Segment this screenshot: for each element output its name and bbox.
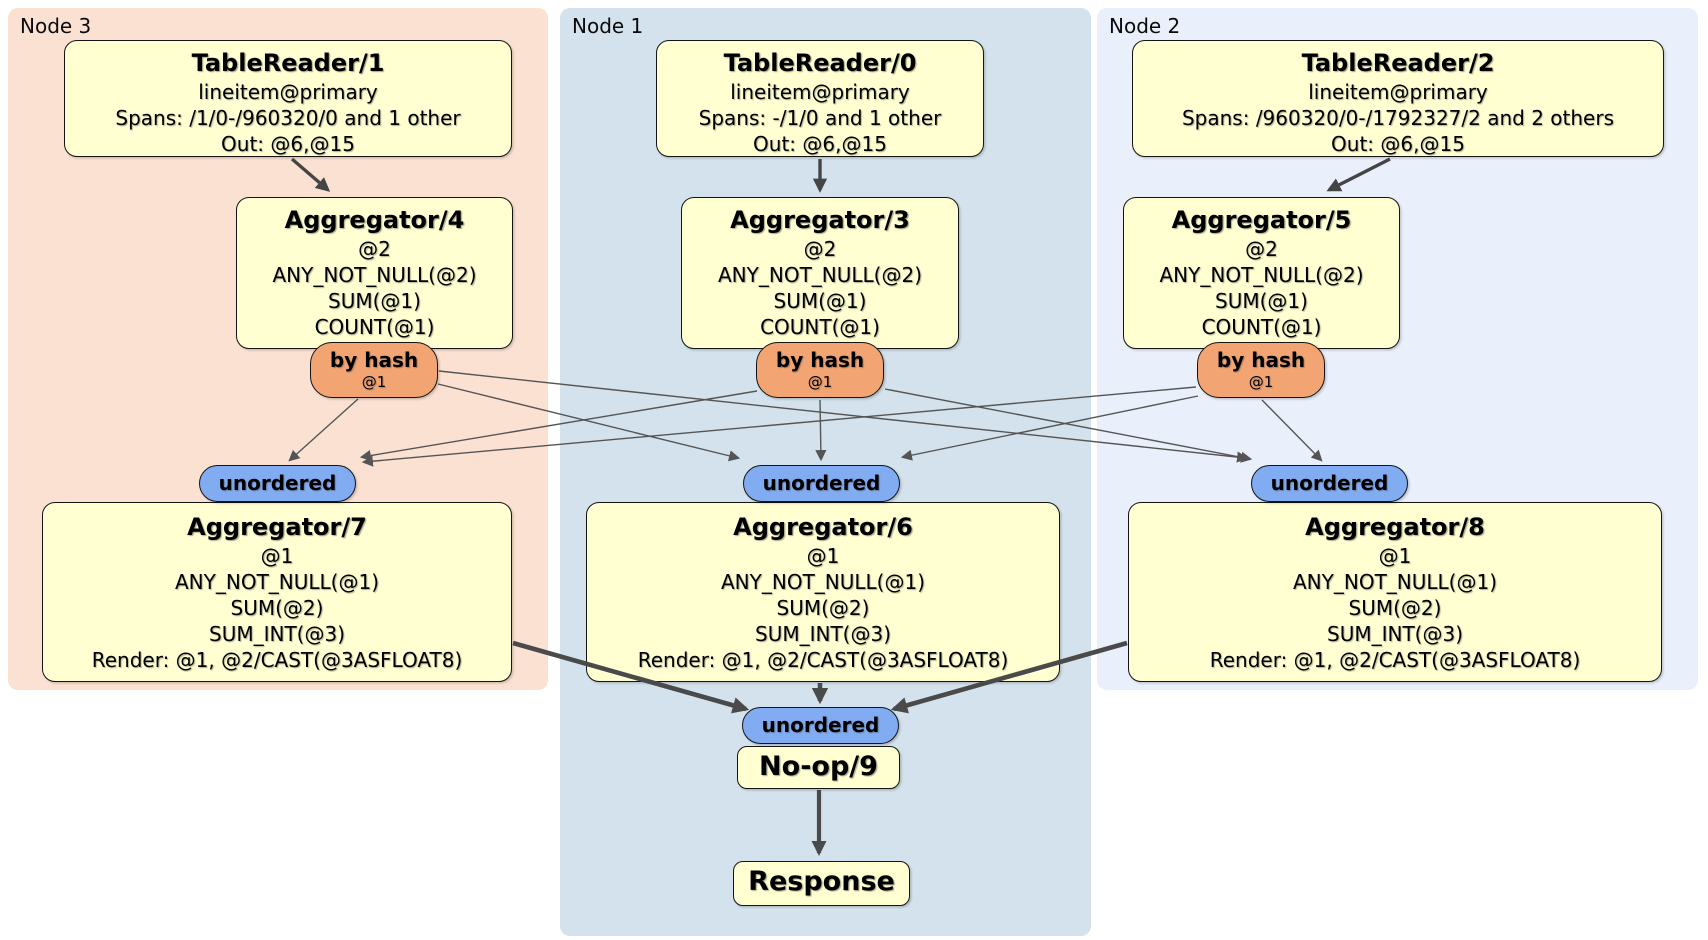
- sync-label: unordered: [761, 713, 880, 737]
- operator-detail-line: SUM(@1): [1215, 289, 1308, 313]
- operator-aggregator-8: Aggregator/8 @1 ANY_NOT_NULL(@1) SUM(@2)…: [1128, 502, 1662, 682]
- operator-response: Response: [733, 861, 910, 906]
- router-by-hash-node1: by hash @1: [756, 342, 884, 398]
- operator-title: Aggregator/8: [1305, 513, 1485, 541]
- operator-out-line: Out: @6,@15: [1331, 132, 1465, 156]
- router-stream: @1: [1248, 373, 1274, 391]
- router-by-hash-node2: by hash @1: [1197, 342, 1325, 398]
- operator-detail-line: @1: [260, 544, 294, 568]
- router-stream: @1: [361, 373, 387, 391]
- operator-detail-line: @1: [1378, 544, 1412, 568]
- operator-detail-line: COUNT(@1): [760, 315, 880, 339]
- operator-aggregator-5: Aggregator/5 @2 ANY_NOT_NULL(@2) SUM(@1)…: [1123, 197, 1400, 349]
- operator-detail-line: @2: [358, 237, 391, 261]
- sync-unordered-node3: unordered: [199, 465, 356, 502]
- operator-spans-line: Spans: /960320/0-/1792327/2 and 2 others: [1181, 106, 1614, 130]
- operator-detail-line: SUM(@2): [776, 596, 870, 620]
- operator-aggregator-3: Aggregator/3 @2 ANY_NOT_NULL(@2) SUM(@1)…: [681, 197, 959, 349]
- operator-title: TableReader/0: [723, 49, 917, 77]
- sync-unordered-node1: unordered: [743, 465, 900, 502]
- operator-detail-line: SUM_INT(@3): [209, 622, 345, 646]
- operator-title: Aggregator/3: [730, 206, 910, 234]
- operator-detail-line: ANY_NOT_NULL(@2): [718, 263, 922, 287]
- sync-unordered-node2: unordered: [1251, 465, 1408, 502]
- operator-title: Aggregator/5: [1171, 206, 1352, 234]
- operator-aggregator-6: Aggregator/6 @1 ANY_NOT_NULL(@1) SUM(@2)…: [586, 502, 1060, 682]
- operator-tablereader-0: TableReader/0 lineitem@primary Spans: -/…: [656, 40, 984, 157]
- operator-detail-line: ANY_NOT_NULL(@1): [1293, 570, 1497, 594]
- operator-detail-line: SUM_INT(@3): [1327, 622, 1463, 646]
- operator-out-line: Out: @6,@15: [753, 132, 887, 156]
- operator-aggregator-4: Aggregator/4 @2 ANY_NOT_NULL(@2) SUM(@1)…: [236, 197, 513, 349]
- operator-noop: No-op/9: [737, 746, 900, 789]
- operator-tablereader-2: TableReader/2 lineitem@primary Spans: /9…: [1132, 40, 1664, 157]
- operator-title: Aggregator/7: [187, 513, 367, 541]
- region-label: Node 2: [1109, 14, 1181, 38]
- router-label: by hash: [775, 348, 865, 372]
- operator-detail-line: COUNT(@1): [314, 315, 435, 339]
- router-label: by hash: [1216, 348, 1306, 372]
- operator-detail-line: SUM(@1): [328, 289, 421, 313]
- operator-index-line: lineitem@primary: [198, 80, 378, 104]
- operator-title: Response: [748, 866, 895, 897]
- operator-detail-line: Render: @1, @2/CAST(@3ASFLOAT8): [1209, 648, 1581, 672]
- operator-title: TableReader/1: [191, 49, 385, 77]
- operator-title: TableReader/2: [1301, 49, 1495, 77]
- sync-label: unordered: [762, 471, 881, 495]
- sync-unordered-final: unordered: [742, 707, 899, 744]
- sync-label: unordered: [1270, 471, 1389, 495]
- operator-tablereader-1: TableReader/1 lineitem@primary Spans: /1…: [64, 40, 512, 157]
- sync-label: unordered: [218, 471, 337, 495]
- operator-detail-line: SUM(@1): [773, 289, 867, 313]
- operator-detail-line: SUM(@2): [230, 596, 324, 620]
- operator-detail-line: ANY_NOT_NULL(@1): [175, 570, 379, 594]
- operator-out-line: Out: @6,@15: [221, 132, 355, 156]
- operator-spans-line: Spans: -/1/0 and 1 other: [698, 106, 942, 130]
- operator-detail-line: @1: [806, 544, 840, 568]
- operator-spans-line: Spans: /1/0-/960320/0 and 1 other: [115, 106, 461, 130]
- router-by-hash-node3: by hash @1: [310, 342, 438, 398]
- operator-detail-line: COUNT(@1): [1201, 315, 1322, 339]
- operator-detail-line: ANY_NOT_NULL(@2): [272, 263, 477, 287]
- router-stream: @1: [807, 373, 833, 391]
- operator-detail-line: ANY_NOT_NULL(@1): [721, 570, 925, 594]
- operator-index-line: lineitem@primary: [1308, 80, 1488, 104]
- operator-detail-line: Render: @1, @2/CAST(@3ASFLOAT8): [91, 648, 463, 672]
- operator-detail-line: ANY_NOT_NULL(@2): [1159, 263, 1364, 287]
- operator-detail-line: Render: @1, @2/CAST(@3ASFLOAT8): [637, 648, 1009, 672]
- region-label: Node 1: [572, 14, 644, 38]
- operator-detail-line: @2: [1245, 237, 1278, 261]
- router-label: by hash: [329, 348, 419, 372]
- operator-detail-line: SUM_INT(@3): [755, 622, 891, 646]
- operator-title: Aggregator/6: [733, 513, 913, 541]
- operator-detail-line: SUM(@2): [1348, 596, 1442, 620]
- operator-title: Aggregator/4: [284, 206, 465, 234]
- operator-aggregator-7: Aggregator/7 @1 ANY_NOT_NULL(@1) SUM(@2)…: [42, 502, 512, 682]
- operator-title: No-op/9: [759, 751, 878, 782]
- operator-index-line: lineitem@primary: [730, 80, 910, 104]
- operator-detail-line: @2: [803, 237, 837, 261]
- region-label: Node 3: [20, 14, 92, 38]
